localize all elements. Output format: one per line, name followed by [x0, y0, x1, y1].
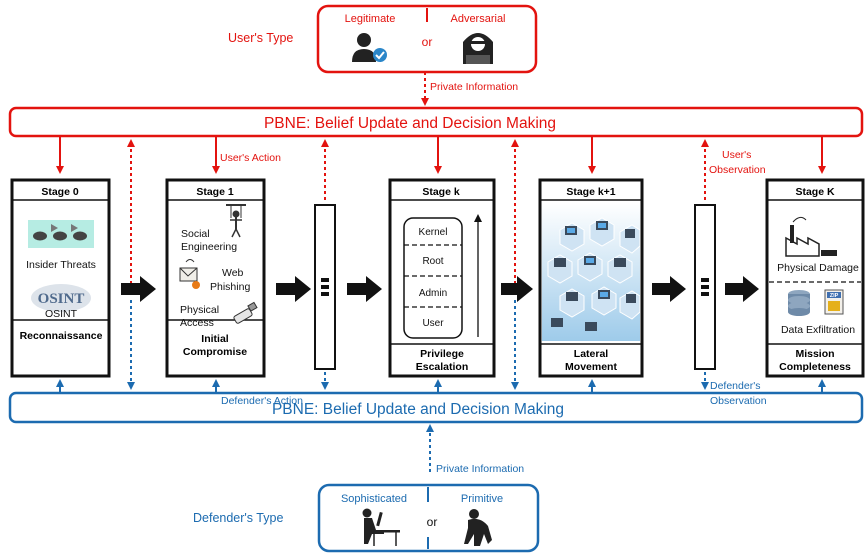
stage-0-footer: Reconnaissance	[20, 330, 103, 342]
user-label: User	[422, 318, 444, 329]
zip-file-icon: ZIP	[824, 289, 844, 315]
stage-k-footer-2: Escalation	[416, 361, 469, 373]
data-exfiltration-label: Data Exfiltration	[781, 324, 855, 336]
osint-label: OSINT	[45, 308, 78, 320]
users-action-label: User's Action	[220, 152, 281, 164]
defenders-action-label: Defender's Action	[221, 395, 303, 407]
pbne-top-label: PBNE: Belief Update and Decision Making	[264, 115, 556, 132]
phishing-icon	[179, 259, 200, 289]
access-label: Access	[180, 317, 214, 329]
web-label: Web	[222, 267, 244, 279]
physical-label: Physical	[180, 304, 219, 316]
social-label: Social	[181, 228, 210, 240]
stage-k-box: Stage k Kernel Root Admin User Privilege…	[388, 178, 496, 378]
pbne-bottom-bar	[8, 391, 864, 424]
ellipsis-box-1	[314, 204, 336, 370]
user-check-icon	[352, 33, 387, 62]
pbne-bottom-label: PBNE: Belief Update and Decision Making	[272, 401, 564, 418]
stage-k-title: Stage k	[422, 186, 460, 198]
stage-1-box: Stage 1 Social Engineering Web Phishing …	[165, 178, 266, 378]
adversarial-label: Adversarial	[450, 13, 505, 25]
hacker-icon	[463, 33, 493, 64]
svg-text:ZIP: ZIP	[830, 293, 839, 299]
osint-wordcloud-icon: OSINT	[31, 284, 91, 312]
factory-icon	[785, 216, 837, 257]
defender-action-arrows	[56, 379, 826, 393]
defender-or-label: or	[427, 515, 438, 529]
phishing-label: Phishing	[210, 281, 250, 293]
stage-1-footer-1: Initial	[201, 333, 229, 345]
sophisticated-label: Sophisticated	[341, 493, 407, 505]
kernel-label: Kernel	[419, 227, 448, 238]
users-observation-label-2: Observation	[709, 164, 766, 176]
root-label: Root	[422, 256, 443, 267]
defenders-observation-label-2: Observation	[710, 395, 767, 407]
ellipsis-box-2	[694, 204, 716, 370]
stage-1-footer-2: Compromise	[183, 346, 247, 358]
physical-damage-label: Physical Damage	[777, 262, 859, 274]
database-icon	[788, 290, 810, 316]
stage-k1-box: Stage k+1	[538, 178, 644, 378]
engineering-label: Engineering	[181, 241, 237, 253]
stage-0-box: Stage 0 Insider Threats OSINT OSINT Reco…	[10, 178, 111, 378]
svg-text:OSINT: OSINT	[38, 291, 85, 307]
stage-k-footer-1: Privilege	[420, 348, 464, 360]
sheep-wolf-icon	[28, 220, 94, 248]
insider-threats-label: Insider Threats	[26, 259, 96, 271]
puppet-icon	[226, 204, 246, 238]
user-or-label: or	[422, 35, 433, 49]
defenders-observation-label-1: Defender's	[710, 380, 760, 392]
desk-worker-icon	[362, 508, 400, 546]
stage-k1-title: Stage k+1	[566, 186, 615, 198]
ape-icon	[464, 509, 492, 546]
pbne-top-bar	[8, 106, 864, 138]
user-private-info-label: Private Information	[430, 81, 518, 93]
stage-K-footer-2: Completeness	[779, 361, 851, 373]
progress-arrows	[121, 276, 759, 302]
stage-k1-footer-1: Lateral	[574, 348, 609, 360]
stage-K-title: Stage K	[795, 186, 835, 198]
user-action-arrows	[56, 136, 826, 174]
primitive-label: Primitive	[461, 493, 503, 505]
stage-0-title: Stage 0	[41, 186, 79, 198]
defenders-type-label: Defender's Type	[193, 511, 283, 525]
defender-observation-arrows	[127, 300, 709, 390]
legitimate-label: Legitimate	[345, 13, 396, 25]
stage-1-title: Stage 1	[196, 186, 234, 198]
stage-K-box: Stage K Physical Damage ZIP Data Exfiltr…	[765, 178, 865, 378]
users-type-label: User's Type	[228, 31, 293, 45]
stage-K-footer-1: Mission	[795, 348, 834, 360]
usb-icon	[233, 301, 258, 324]
defender-private-info-label: Private Information	[436, 463, 524, 475]
user-observation-arrows	[127, 139, 709, 284]
users-observation-label-1: User's	[722, 149, 751, 161]
stage-k1-footer-2: Movement	[565, 361, 617, 373]
network-grid-icon	[542, 203, 641, 341]
privilege-stack	[403, 217, 463, 339]
admin-label: Admin	[419, 288, 447, 299]
